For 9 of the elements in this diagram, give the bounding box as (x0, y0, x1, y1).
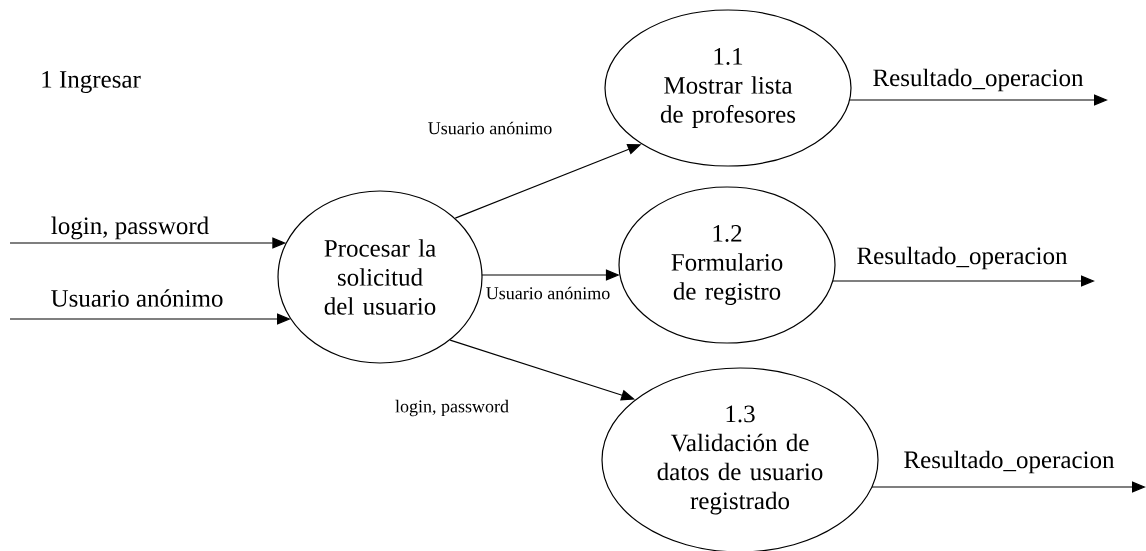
edge-label: Resultado_operacion (904, 450, 1115, 474)
edge-label: Usuario anónimo (51, 289, 223, 307)
edge-label: Usuario anónimo (428, 121, 552, 135)
edge-label: login, password (395, 399, 509, 417)
edge-label: login, password (51, 216, 209, 240)
section-label: 1 Ingresar (42, 71, 141, 93)
edge-label: Usuario anónimo (486, 286, 610, 300)
edge-label: Resultado_operacion (857, 246, 1068, 270)
edge-label: Resultado_operacion (873, 68, 1084, 92)
